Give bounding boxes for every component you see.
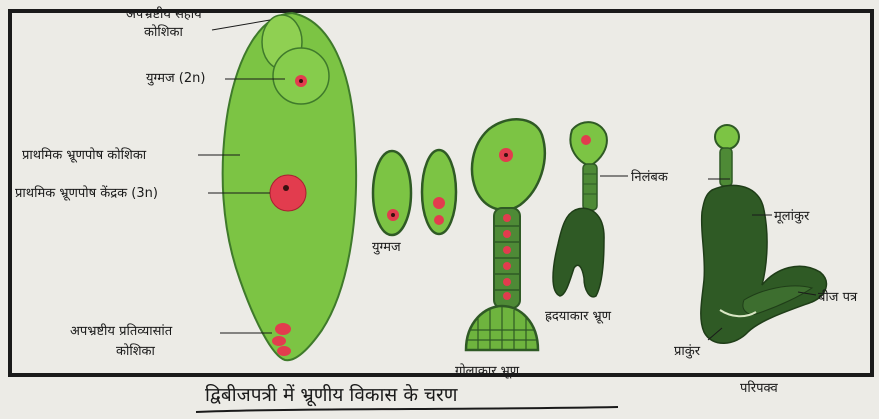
antipodal-cell-2 bbox=[272, 336, 286, 346]
globular-embryo-head bbox=[472, 119, 545, 210]
label-zygote-2n: युग्मज (2n) bbox=[146, 71, 205, 86]
antipodal-cell-3 bbox=[277, 346, 291, 356]
label-suspensor: निलंबक bbox=[631, 169, 669, 185]
globular-embryo bbox=[466, 119, 545, 350]
mature-embryo-suspensor-head bbox=[715, 125, 739, 149]
zygote-2-nucleus-b bbox=[434, 215, 444, 225]
zygote-2-nucleus-a bbox=[433, 197, 445, 209]
mature-embryo-suspensor bbox=[720, 148, 732, 186]
label-synergid-line1: अपभ्रष्टीय सहाय bbox=[126, 6, 202, 22]
label-synergid-line2: कोशिका bbox=[144, 24, 184, 40]
label-antipodal-line1: अपभ्रष्टीय प्रतिव्यासांत bbox=[70, 323, 173, 339]
antipodal-cell-1 bbox=[275, 323, 291, 335]
label-antipodal-line2: कोशिका bbox=[116, 343, 156, 359]
label-primary-endosperm-cell: प्राथमिक भ्रूणपोष कोशिका bbox=[22, 147, 147, 163]
label-plumule: प्राकुंर bbox=[674, 344, 701, 359]
label-primary-endosperm-nucleus: प्राथमिक भ्रूणपोष केंद्रक (3n) bbox=[15, 185, 158, 201]
label-globular-embryo: गोलाकार भ्रूण bbox=[455, 363, 520, 379]
zygote-nucleolus bbox=[299, 79, 303, 83]
figure-caption: द्विबीजपत्री में भ्रूणीय विकास के चरण bbox=[205, 383, 458, 407]
globular-embryo-nucleolus bbox=[504, 153, 508, 157]
heart-embryo-nucleus bbox=[581, 135, 591, 145]
mature-embryo bbox=[701, 125, 827, 343]
embryo-sac bbox=[223, 13, 356, 360]
label-heart-shaped-embryo: ह्रदयाकार भ्रूण bbox=[545, 309, 612, 324]
label-mature: परिपक्व bbox=[740, 380, 779, 396]
basal-cell-grid bbox=[467, 307, 537, 350]
heart-embryo-body bbox=[553, 208, 604, 297]
zygote-1-nucleolus bbox=[391, 213, 395, 217]
label-zygote-stage: युग्मज bbox=[372, 240, 401, 255]
heart-embryo-suspensor bbox=[583, 164, 597, 210]
heart-shaped-embryo bbox=[553, 122, 607, 297]
label-radicle: मूलांकुर bbox=[774, 209, 810, 224]
zygote-stage bbox=[373, 150, 456, 235]
label-cotyledons: बीज पत्र bbox=[818, 289, 858, 305]
endosperm-nucleolus bbox=[283, 185, 289, 191]
endosperm-nucleus bbox=[270, 175, 306, 211]
zygote-cell-1 bbox=[373, 151, 411, 235]
caption-underline bbox=[196, 407, 618, 412]
